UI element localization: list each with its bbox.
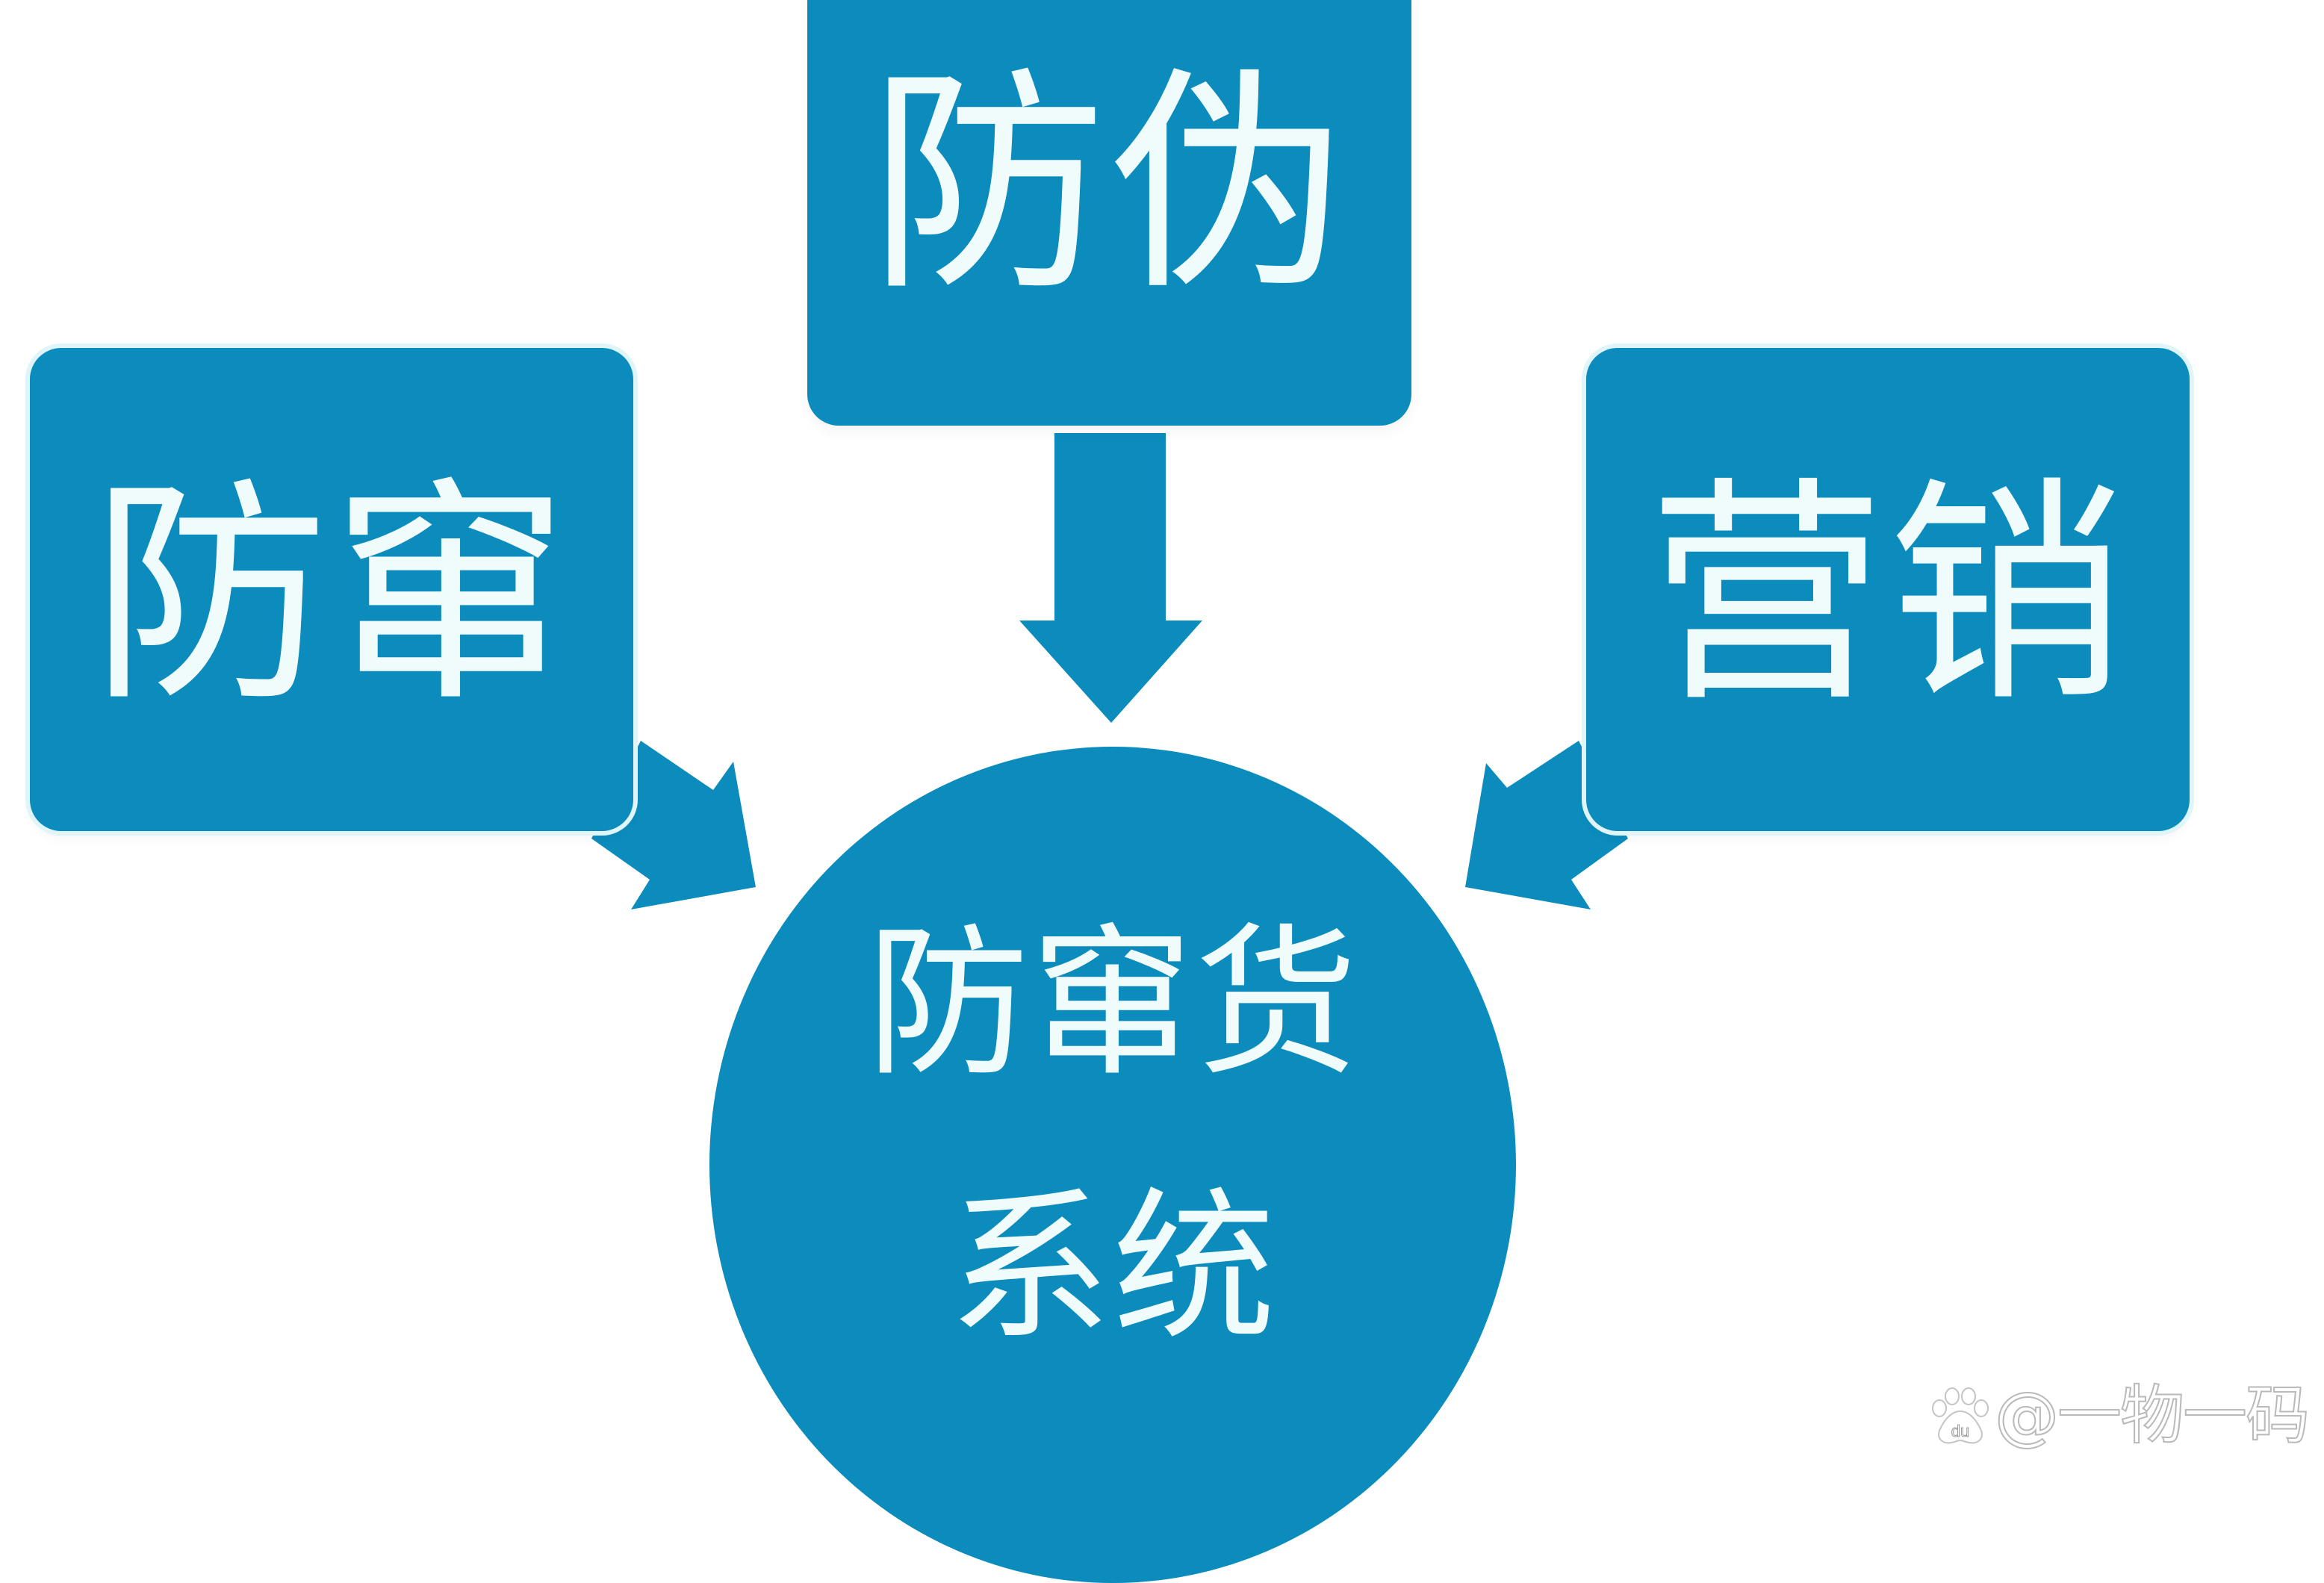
hub-label-line-2: 系统 (948, 1174, 1277, 1363)
watermark-text: @一物一码 (1994, 1378, 2311, 1453)
node-marketing-label: 营销 (1647, 456, 2128, 733)
svg-text:du: du (1951, 1422, 1969, 1440)
node-anti-counterfeit-label: 防伪 (869, 46, 1350, 323)
node-anti-counterfeit: 防伪 (807, 0, 1411, 426)
node-anti-diversion: 防窜 (30, 348, 633, 831)
hub-label-line-1: 防窜货 (866, 909, 1359, 1098)
baidu-paw-icon: du (1930, 1386, 1990, 1446)
watermark: du @一物一码 (1930, 1378, 2311, 1453)
node-marketing: 营销 (1586, 348, 2190, 831)
node-anti-diversion-label: 防窜 (91, 456, 572, 733)
diagram-canvas: 防窜 防伪 营销 防窜货 系统 du @一物一码 (30, 0, 2311, 1583)
arrow-top-to-center (1019, 433, 1202, 723)
hub-anti-diversion-system (709, 747, 1516, 1583)
